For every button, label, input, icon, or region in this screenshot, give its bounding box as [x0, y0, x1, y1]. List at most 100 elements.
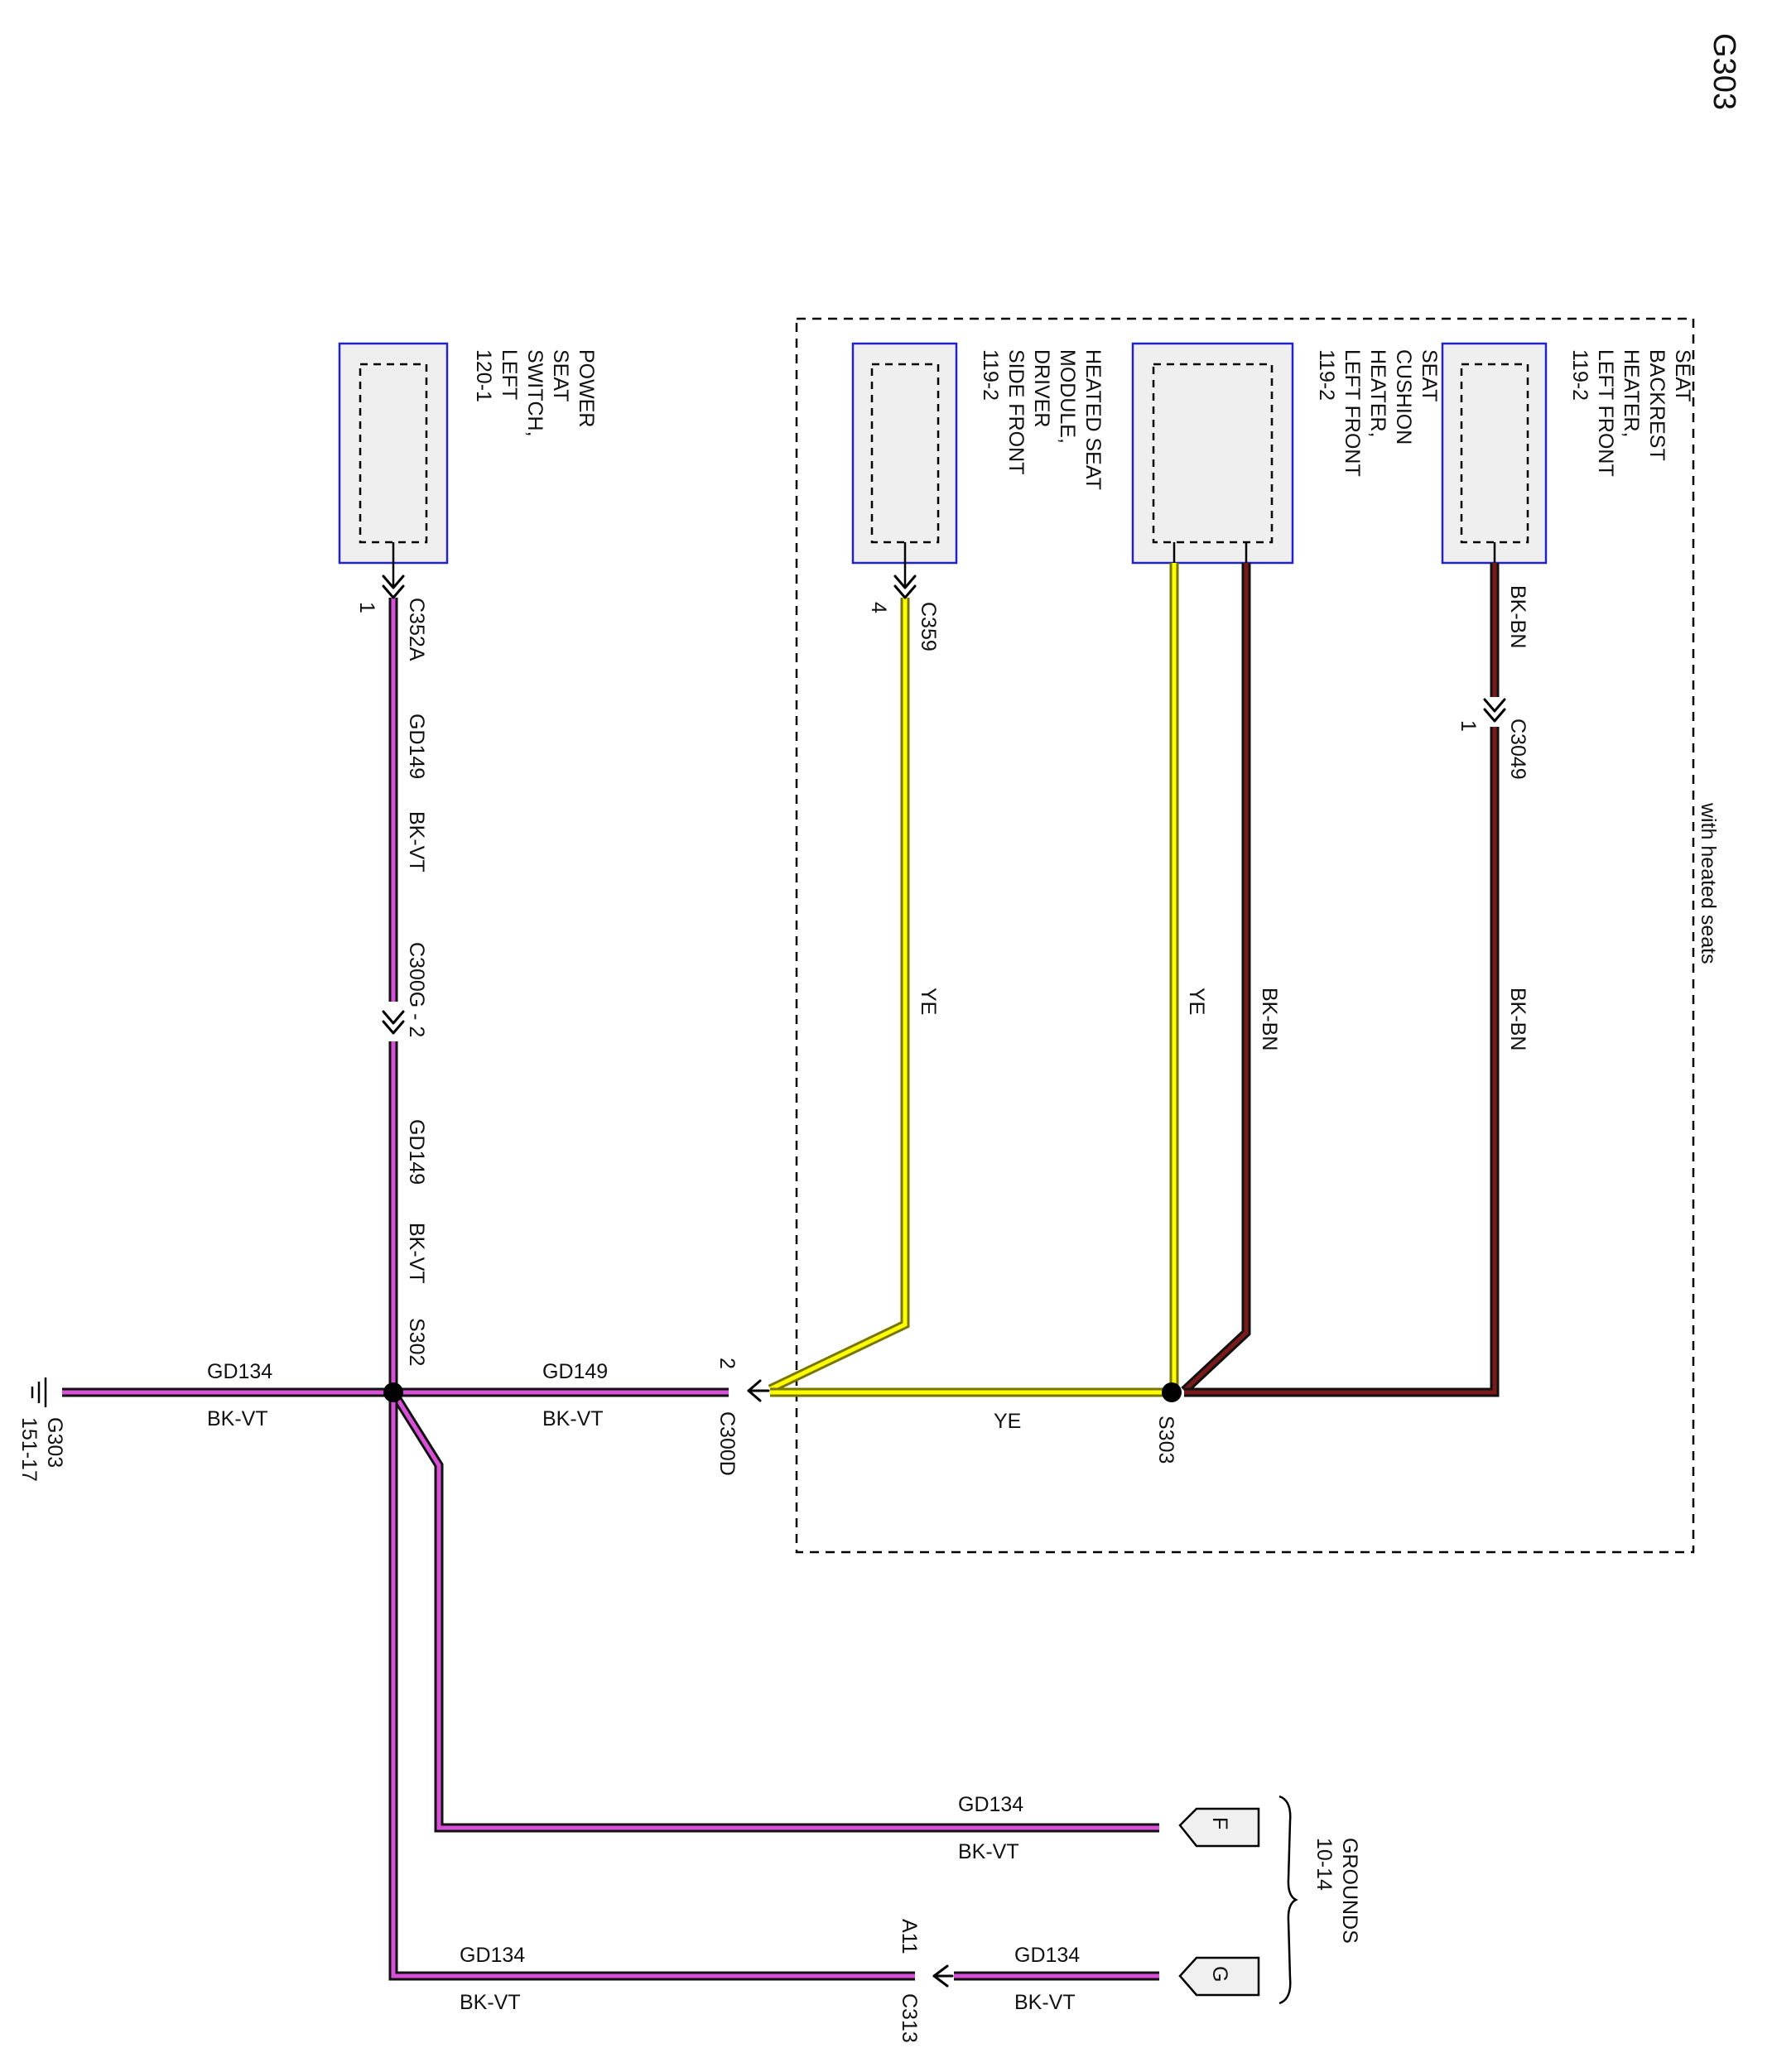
label-line: SIDE FRONT	[1004, 349, 1028, 474]
wire-label-color: BK-BN	[1506, 988, 1529, 1050]
label-line: MODULE,	[1056, 349, 1079, 444]
diagram-id: G303	[1707, 33, 1741, 110]
c359-name: C359	[917, 602, 940, 651]
label-line: 119-2	[1315, 349, 1338, 401]
c352a-arrow	[382, 574, 405, 589]
c352a-name: C352A	[405, 598, 428, 661]
label-line: DRIVER	[1030, 349, 1053, 427]
wire-label-color: BK-VT	[542, 1407, 604, 1430]
c359-arrow	[893, 574, 917, 589]
wire-module-ye-insulation	[768, 598, 910, 1393]
label-line: LEFT FRONT	[1594, 349, 1617, 477]
wire-to-c313-insulation	[388, 1392, 915, 1981]
seat-cushion-heater: SEAT CUSHION HEATER, LEFT FRONT 119-2	[1131, 342, 1441, 565]
c359-arrow-tail	[893, 584, 917, 599]
wire-module-ye-stripe	[768, 598, 908, 1392]
wire-label-color: BK-VT	[207, 1407, 268, 1430]
c300g-arrow-tail	[382, 1020, 405, 1035]
label-line: HEATER,	[1620, 349, 1643, 438]
c3049-arrow-tail	[1483, 708, 1506, 723]
splice-s302-dot	[383, 1382, 403, 1402]
wire-to-f-insulation	[389, 1390, 1159, 1833]
heated-seats-option-box	[795, 317, 1695, 1554]
heated-seat-module-box	[851, 342, 958, 565]
wire-backrest-lower	[1184, 727, 1500, 1397]
seat-backrest-heater-inner	[1460, 363, 1529, 544]
c300d-pin: 2	[715, 1358, 739, 1369]
label-line: LEFT FRONT	[1341, 349, 1364, 477]
ground-ref-f-tag	[1178, 1807, 1260, 1848]
wire-label-circuit: GD134	[1014, 1944, 1080, 1967]
ground-g303-name: G303	[43, 1417, 66, 1468]
power-seat-switch-label: POWER SEAT SWITCH, LEFT 120-1	[472, 349, 598, 437]
grounds-title: GROUNDS 10-14	[1312, 1838, 1361, 1944]
wire-label-circuit: GD134	[958, 1793, 1023, 1816]
wire-label-color: YE	[994, 1410, 1021, 1433]
power-seat-switch-box	[338, 342, 449, 565]
wire-label-color: BK-VT	[958, 1840, 1019, 1863]
wire-cushion-bkbn-stripe	[1182, 563, 1249, 1392]
c300d-name: C300D	[715, 1411, 739, 1476]
label-line: 120-1	[472, 349, 495, 402]
wire-label-circuit: GD134	[207, 1360, 272, 1383]
wire-cushion-bkbn	[1181, 563, 1251, 1395]
heated-seat-module-label: HEATED SEAT MODULE, DRIVER SIDE FRONT 11…	[979, 349, 1105, 490]
seat-backrest-heater-box	[1441, 342, 1548, 565]
c300g-arrow	[382, 1010, 405, 1025]
wire-to-c313-stripe	[391, 1392, 915, 1978]
splice-s303-dot	[1162, 1382, 1182, 1402]
c313-name: C313	[898, 1993, 921, 2043]
wire-label-circuit: GD149	[405, 714, 428, 779]
seat-cushion-heater-inner	[1152, 363, 1274, 544]
ground-g303-ref: 151-17	[17, 1417, 41, 1482]
power-seat-switch-inner	[359, 363, 428, 544]
connector-arrows	[382, 574, 1506, 1988]
label-line: POWER	[575, 349, 598, 427]
heated-seat-module: HEATED SEAT MODULE, DRIVER SIDE FRONT 11…	[851, 342, 1105, 565]
wire-to-f-stripe	[391, 1391, 1159, 1830]
c313-pin: A11	[898, 1919, 921, 1954]
grounds-brace	[1278, 1795, 1298, 2005]
c352a-pin: 1	[355, 602, 378, 613]
label-line: HEATER,	[1366, 349, 1389, 438]
seat-backrest-heater: SEAT BACKREST HEATER, LEFT FRONT 119-2	[1441, 342, 1694, 565]
splice-s302-label: S302	[405, 1318, 428, 1366]
wire-label-color: BK-BN	[1506, 585, 1529, 648]
seat-cushion-heater-label: SEAT CUSHION HEATER, LEFT FRONT 119-2	[1315, 349, 1441, 477]
c3049-name: C3049	[1506, 719, 1529, 780]
heated-seat-module-inner	[870, 363, 940, 544]
wire-label-circuit: GD149	[405, 1119, 428, 1185]
grounds-ref-text: 10-14	[1312, 1838, 1336, 1891]
wire-to-c313	[388, 1392, 915, 1981]
wire-backrest-lower-stripe	[1184, 727, 1497, 1395]
c359-pin: 4	[867, 602, 890, 613]
wire-label-color: BK-VT	[1014, 1991, 1076, 2014]
component-leads	[392, 542, 1496, 588]
label-line: SWITCH,	[523, 349, 547, 437]
wire-label-color: BK-VT	[405, 1223, 428, 1284]
label-line: LEFT	[498, 349, 521, 400]
wire-module-ye	[768, 598, 910, 1393]
wires	[62, 563, 1500, 1981]
label-line: SEAT	[549, 349, 572, 401]
label-line: SEAT	[1418, 349, 1441, 401]
c3049-pin: 1	[1457, 720, 1480, 732]
splice-s303-label: S303	[1154, 1416, 1177, 1464]
wire-label-color: YE	[1185, 988, 1208, 1015]
power-seat-switch: POWER SEAT SWITCH, LEFT 120-1	[338, 342, 598, 565]
wire-label-color: BK-VT	[405, 811, 428, 873]
grounds-reference: F G GROUNDS 10-14	[1178, 1795, 1361, 2005]
wire-label-color: BK-VT	[460, 1991, 521, 2014]
heated-seats-option-label: with heated seats	[1697, 802, 1720, 964]
c352a-arrow-tail	[382, 584, 405, 599]
c3049-arrow	[1483, 698, 1506, 713]
label-line: 119-2	[1568, 349, 1591, 401]
label-line: CUSHION	[1392, 349, 1415, 445]
ground-ref-f-label: F	[1208, 1817, 1231, 1829]
label-line: HEATED SEAT	[1081, 349, 1105, 490]
label-line: 119-2	[979, 349, 1002, 401]
label-line: BACKREST	[1645, 349, 1668, 461]
ground-symbol-g303	[31, 1377, 47, 1407]
grounds-title-text: GROUNDS	[1338, 1838, 1361, 1944]
